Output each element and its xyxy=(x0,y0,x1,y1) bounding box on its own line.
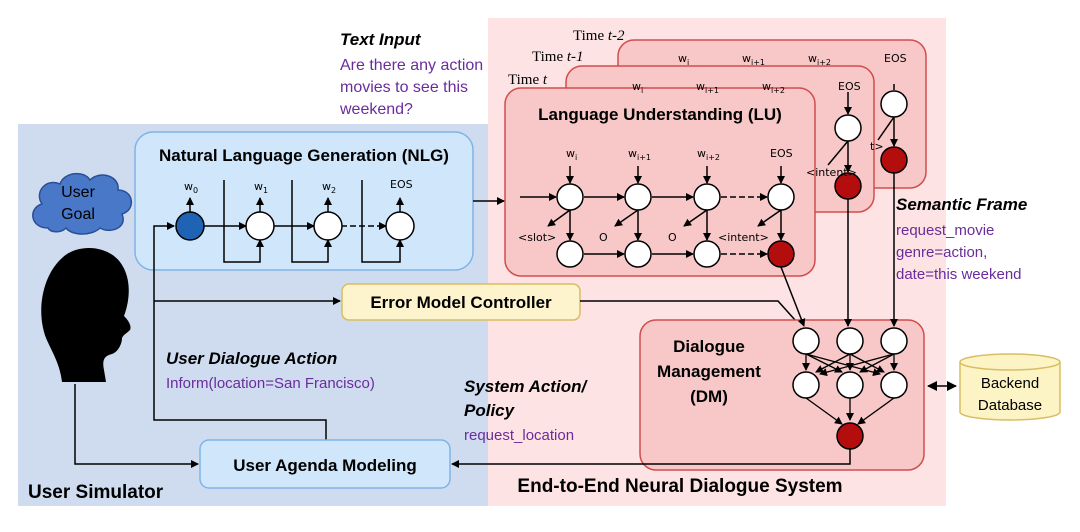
svg-text:EOS: EOS xyxy=(838,80,861,93)
dm-network xyxy=(792,327,908,450)
nlg-start-node xyxy=(175,211,205,241)
user-dialogue-action-title: User Dialogue Action xyxy=(166,349,337,368)
dm-line-2: Management xyxy=(657,362,761,381)
time-label-t-minus-2: Time t-2 xyxy=(573,28,625,44)
error-model-controller-label: Error Model Controller xyxy=(370,293,552,312)
svg-text:wi: wi xyxy=(678,52,689,67)
lu-output-intent: <intent> xyxy=(718,231,769,244)
text-input-line-2: movies to see this xyxy=(340,79,468,96)
svg-text:EOS: EOS xyxy=(884,52,907,65)
text-input-line-3: weekend? xyxy=(339,101,413,118)
semantic-frame-line-2: genre=action, xyxy=(896,244,987,261)
lu-back-nodes-t-minus-1: <intent> xyxy=(806,92,862,200)
lu-intent-node xyxy=(767,240,795,268)
user-agenda-modeling-box xyxy=(199,439,451,489)
svg-text:<intent>: <intent> xyxy=(806,166,857,179)
user-head-icon xyxy=(41,247,131,382)
time-label-t-minus-1: Time t-1 xyxy=(532,49,584,65)
dm-line-3: (DM) xyxy=(690,387,728,406)
user-goal-line-2: Goal xyxy=(61,206,95,223)
backend-database: Backend Database xyxy=(959,353,1061,421)
nlg-token-eos: EOS xyxy=(390,178,413,191)
error-model-controller-box xyxy=(341,283,581,321)
text-input-line-1: Are there any action xyxy=(340,57,483,74)
system-action-value: request_location xyxy=(464,427,574,444)
user-simulator-title: User Simulator xyxy=(28,482,164,503)
lu-back-nodes-t-minus-2: t> xyxy=(870,84,908,174)
lu-card-t xyxy=(504,87,816,277)
lu-t-to-dm-arrow xyxy=(780,266,806,327)
semantic-frame-title: Semantic Frame xyxy=(896,195,1027,214)
lu-title: Language Understanding (LU) xyxy=(538,105,782,124)
lu-output-slot: <slot> xyxy=(518,231,556,244)
system-action-title-line-1: System Action/ xyxy=(464,377,588,396)
agenda-to-nlg-arrow xyxy=(153,222,327,440)
semantic-frame-line-3: date=this weekend xyxy=(896,266,1022,283)
user-to-agenda-arrow xyxy=(74,384,199,468)
lu-output-o-2: O xyxy=(668,231,677,244)
backend-line-1: Backend xyxy=(981,375,1039,392)
svg-text:t>: t> xyxy=(870,140,884,153)
dm-to-agenda-arrow xyxy=(451,449,851,468)
semantic-frame-line-1: request_movie xyxy=(896,222,994,239)
lu-token-eos: EOS xyxy=(770,147,793,160)
backend-line-2: Database xyxy=(978,397,1042,414)
lu-output-o-1: O xyxy=(599,231,608,244)
user-goal-line-1: User xyxy=(61,184,95,201)
text-input-title: Text Input xyxy=(340,30,422,49)
svg-text:wi: wi xyxy=(632,80,643,95)
user-dialogue-action-value: Inform(location=San Francisco) xyxy=(166,375,375,392)
nlg-title: Natural Language Generation (NLG) xyxy=(159,146,449,165)
user-goal-cloud xyxy=(32,172,132,235)
system-title: End-to-End Neural Dialogue System xyxy=(517,476,842,497)
system-action-title-line-2: Policy xyxy=(464,401,516,420)
dm-line-1: Dialogue xyxy=(673,337,745,356)
dm-output-node xyxy=(836,422,864,450)
user-agenda-modeling-label: User Agenda Modeling xyxy=(233,456,417,475)
time-label-t: Time t xyxy=(508,72,548,88)
lu-token-wi: wi xyxy=(566,147,577,162)
